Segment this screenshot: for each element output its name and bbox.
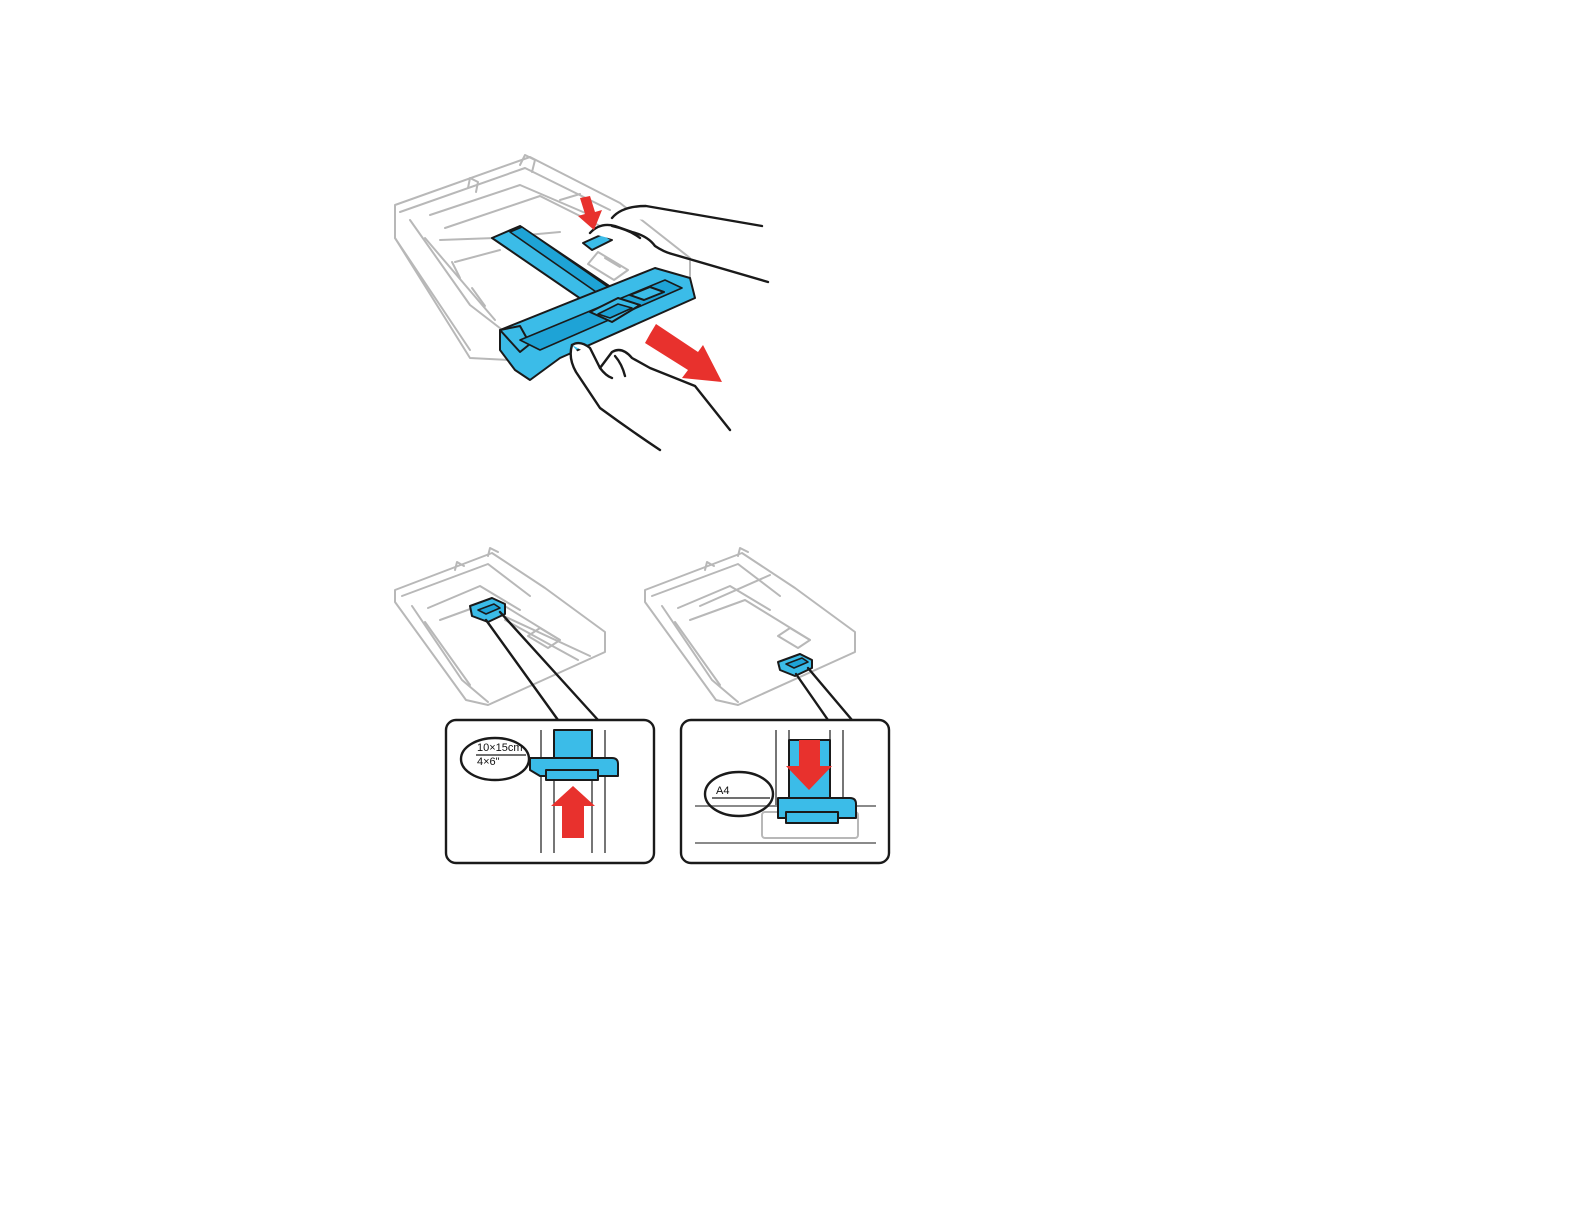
- cassette-small-guide: [395, 548, 605, 720]
- inset-small-size: 10×15cm 4×6": [446, 720, 654, 863]
- cassette-a4-guide: [645, 548, 855, 720]
- tray-extend-illustration: [395, 155, 768, 450]
- size-label-a4: A4: [716, 785, 729, 797]
- size-label-metric: 10×15cm: [477, 742, 523, 754]
- inset-a4-size: A4: [681, 720, 889, 863]
- size-label-imperial: 4×6": [477, 756, 500, 768]
